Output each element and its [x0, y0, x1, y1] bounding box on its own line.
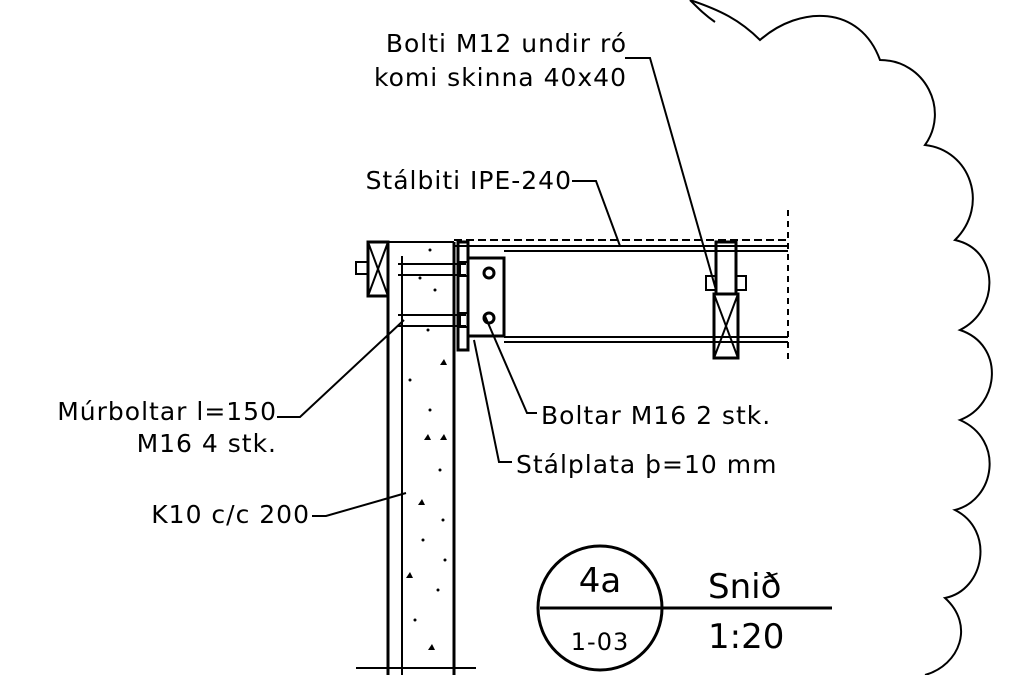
concrete-hatch	[406, 248, 447, 650]
callout-bolts-m16: Boltar M16 2 stk.	[541, 401, 771, 430]
callout-wall-anchors-line2: M16 4 stk.	[137, 429, 277, 458]
leader-lines	[277, 57, 717, 517]
detail-number: 4a	[579, 561, 621, 601]
steel-plate	[456, 240, 506, 352]
sheet-number: 1-03	[571, 628, 629, 656]
revision-cloud	[689, 0, 993, 675]
section-scale: 1:20	[708, 617, 784, 657]
revision-cloud-top	[689, 0, 716, 23]
section-tag: 4a 1-03 Snið 1:20	[536, 544, 832, 672]
right-timber	[705, 240, 747, 360]
callout-rebar: K10 c/c 200	[151, 500, 310, 529]
callout-steel-plate: Stálplata þ=10 mm	[516, 450, 777, 479]
callout-steel-beam: Stálbiti IPE-240	[366, 166, 572, 195]
callout-bolt-m12-line1: Bolti M12 undir ró	[386, 29, 627, 58]
callout-bolt-m12-line2: komi skinna 40x40	[374, 63, 627, 92]
callout-wall-anchors-line1: Múrboltar l=150	[57, 397, 277, 426]
section-title: Snið	[708, 567, 781, 607]
steel-beam	[454, 210, 789, 360]
left-timber-block	[355, 240, 390, 298]
